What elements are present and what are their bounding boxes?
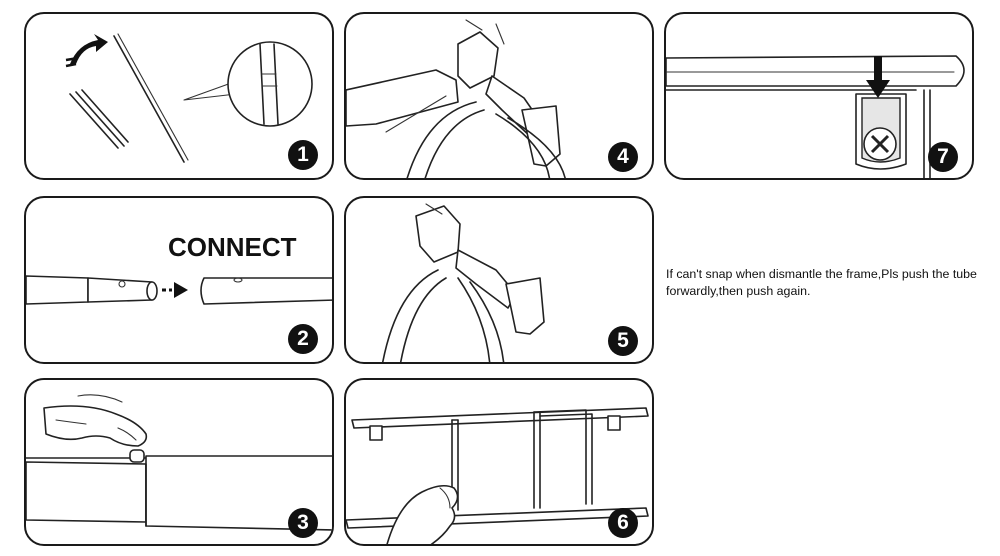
instruction-note: If can't snap when dismantle the frame,P… (666, 267, 977, 298)
step-7-panel: 7 (664, 12, 974, 180)
step-5-badge: 5 (608, 326, 638, 356)
step-7-badge: 7 (928, 142, 958, 172)
screw-icon (863, 127, 897, 161)
step-1-illustration (65, 33, 313, 163)
push-arrow-icon (162, 282, 188, 298)
down-arrow-icon (866, 56, 890, 98)
step-4-illustration (346, 19, 566, 178)
step-3-panel: 3 (24, 378, 334, 546)
step-2-title: CONNECT (168, 232, 297, 262)
step-4-badge: 4 (608, 142, 638, 172)
step-6-panel: 6 (344, 378, 654, 546)
step-6-badge: 6 (608, 508, 638, 538)
step-5-illustration (382, 203, 545, 362)
step-2-panel: CONNECT 2 (24, 196, 334, 364)
step-4-panel: 4 (344, 12, 654, 180)
step-6-illustration (346, 407, 649, 544)
step-2-badge: 2 (288, 324, 318, 354)
step-1-panel: 1 (24, 12, 334, 180)
curved-arrow-icon (65, 34, 108, 68)
step-7-illustration (666, 55, 965, 178)
step-3-badge: 3 (288, 508, 318, 538)
step-2-illustration (26, 275, 332, 305)
step-1-badge: 1 (288, 140, 318, 170)
step-5-panel: 5 (344, 196, 654, 364)
step-3-illustration (26, 394, 332, 531)
